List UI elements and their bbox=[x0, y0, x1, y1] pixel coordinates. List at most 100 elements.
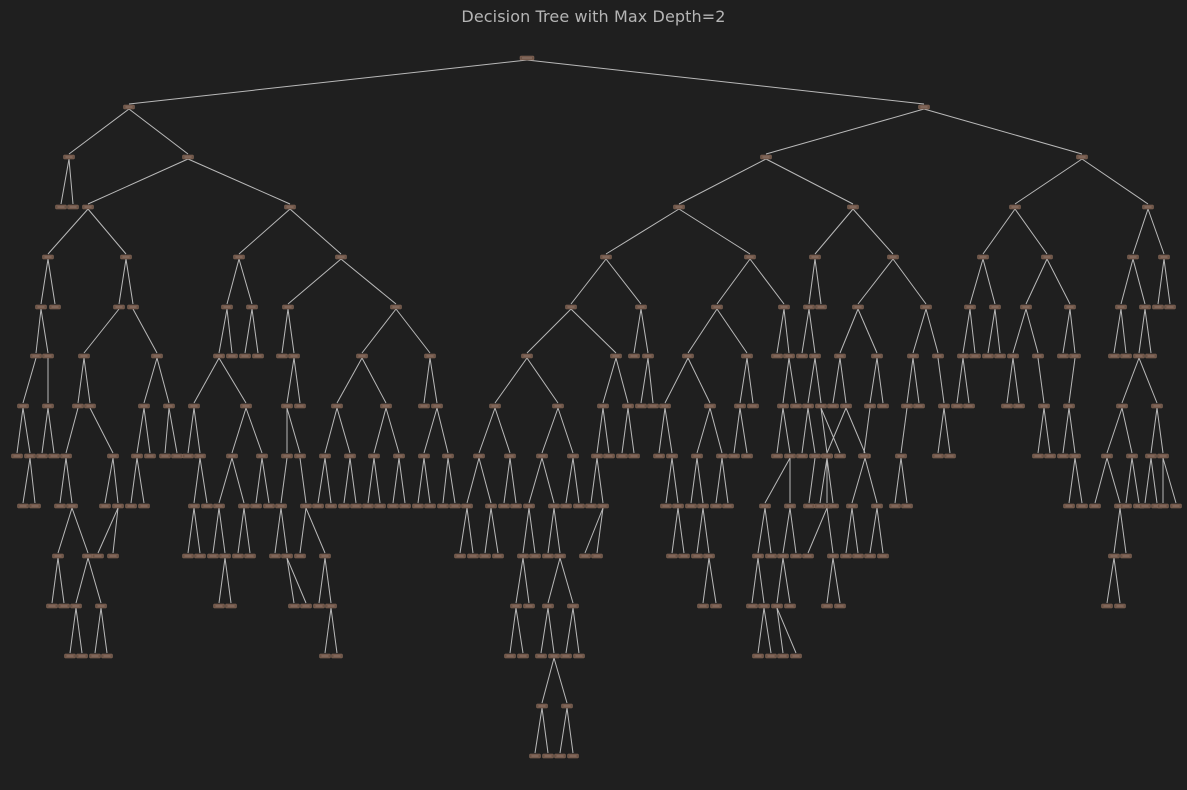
tree-edge bbox=[826, 407, 847, 454]
tree-leaf-node bbox=[36, 453, 48, 459]
tree-edge bbox=[447, 457, 456, 504]
tree-split-node bbox=[597, 503, 609, 509]
tree-edge bbox=[22, 457, 31, 504]
tree-edge bbox=[1138, 357, 1158, 404]
tree-edge bbox=[782, 407, 791, 454]
tree-split-node bbox=[521, 353, 533, 359]
tree-nodes bbox=[11, 55, 1182, 759]
tree-edge bbox=[857, 258, 894, 305]
tree-edge bbox=[1106, 557, 1115, 604]
tree-leaf-node bbox=[814, 503, 826, 509]
tree-split-node bbox=[418, 453, 430, 459]
tree-edge bbox=[1025, 258, 1048, 305]
tree-edge bbox=[231, 457, 245, 504]
tree-leaf-node bbox=[362, 503, 374, 509]
tree-leaf-node bbox=[338, 503, 350, 509]
tree-leaf-node bbox=[46, 603, 58, 609]
tree-edge bbox=[395, 308, 431, 354]
tree-edge bbox=[522, 507, 530, 554]
tree-edge bbox=[193, 407, 201, 454]
tree-split-node bbox=[221, 304, 233, 310]
tree-split-node bbox=[741, 353, 753, 359]
tree-edge bbox=[894, 457, 902, 504]
tree-edge bbox=[1069, 308, 1076, 354]
tree-edge bbox=[1157, 258, 1165, 305]
tree-split-node bbox=[1151, 403, 1163, 409]
tree-leaf-node bbox=[263, 503, 275, 509]
tree-leaf-node bbox=[331, 653, 343, 659]
tree-edge bbox=[851, 507, 859, 554]
tree-edge bbox=[647, 357, 654, 404]
tree-edge bbox=[671, 507, 679, 554]
tree-edge bbox=[819, 457, 828, 504]
tree-edge bbox=[572, 607, 580, 654]
tree-split-node bbox=[846, 503, 858, 509]
tree-edge bbox=[261, 457, 270, 504]
tree-edge bbox=[87, 158, 189, 205]
tree-leaf-node bbox=[1164, 304, 1176, 310]
tree-edge bbox=[528, 457, 543, 504]
tree-leaf-node bbox=[144, 453, 156, 459]
tree-edge bbox=[540, 607, 549, 654]
tree-edge bbox=[757, 607, 765, 654]
tree-edge bbox=[1131, 457, 1140, 504]
tree-edge bbox=[627, 407, 635, 454]
tree-split-node bbox=[783, 353, 795, 359]
tree-leaf-node bbox=[67, 204, 79, 210]
tree-edge bbox=[336, 357, 363, 404]
tree-split-node bbox=[758, 603, 770, 609]
tree-edge bbox=[969, 308, 976, 354]
tree-edge bbox=[324, 457, 332, 504]
tree-edge bbox=[1074, 457, 1083, 504]
tree-split-node bbox=[213, 503, 225, 509]
tree-leaf-node bbox=[1101, 603, 1113, 609]
tree-edge bbox=[286, 407, 301, 454]
tree-edge bbox=[238, 208, 291, 255]
tree-edge bbox=[782, 357, 790, 404]
tree-split-node bbox=[809, 353, 821, 359]
tree-edge bbox=[557, 407, 574, 454]
tree-split-node bbox=[1076, 154, 1088, 160]
tree-split-node bbox=[281, 453, 293, 459]
tree-split-node bbox=[390, 304, 402, 310]
tree-edge bbox=[900, 407, 908, 454]
tree-edge bbox=[423, 357, 431, 404]
tree-edge bbox=[845, 507, 853, 554]
tree-edge bbox=[1014, 208, 1048, 255]
tree-leaf-node bbox=[244, 553, 256, 559]
tree-edge bbox=[367, 457, 375, 504]
tree-edge bbox=[1006, 357, 1014, 404]
tree-split-node bbox=[1020, 304, 1032, 310]
tree-edge bbox=[807, 407, 816, 454]
tree-edge bbox=[243, 507, 251, 554]
tree-edge bbox=[678, 208, 751, 255]
tree-split-node bbox=[852, 304, 864, 310]
tree-split-node bbox=[431, 403, 443, 409]
tree-edge bbox=[982, 258, 996, 305]
tree-leaf-node bbox=[232, 553, 244, 559]
tree-split-node bbox=[489, 403, 501, 409]
tree-edge bbox=[807, 507, 828, 554]
tree-edge bbox=[305, 507, 326, 554]
tree-edge bbox=[324, 557, 332, 604]
tree-edge bbox=[820, 407, 841, 454]
tree-leaf-node bbox=[790, 403, 802, 409]
tree-leaf-node bbox=[492, 553, 504, 559]
tree-split-node bbox=[567, 453, 579, 459]
tree-split-node bbox=[977, 254, 989, 260]
tree-edge bbox=[906, 357, 914, 404]
tree-leaf-node bbox=[691, 553, 703, 559]
tree-edge bbox=[218, 457, 233, 504]
tree-edge bbox=[1014, 158, 1083, 205]
tree-leaf-node bbox=[504, 653, 516, 659]
tree-split-node bbox=[920, 304, 932, 310]
tree-edge bbox=[373, 457, 381, 504]
tree-split-node bbox=[72, 403, 84, 409]
tree-edge bbox=[702, 507, 710, 554]
tree-edge bbox=[553, 507, 561, 554]
tree-edge bbox=[615, 357, 629, 404]
tree-leaf-node bbox=[796, 353, 808, 359]
tree-leaf-node bbox=[194, 553, 206, 559]
tree-edge bbox=[51, 557, 59, 604]
tree-edge bbox=[987, 308, 996, 354]
